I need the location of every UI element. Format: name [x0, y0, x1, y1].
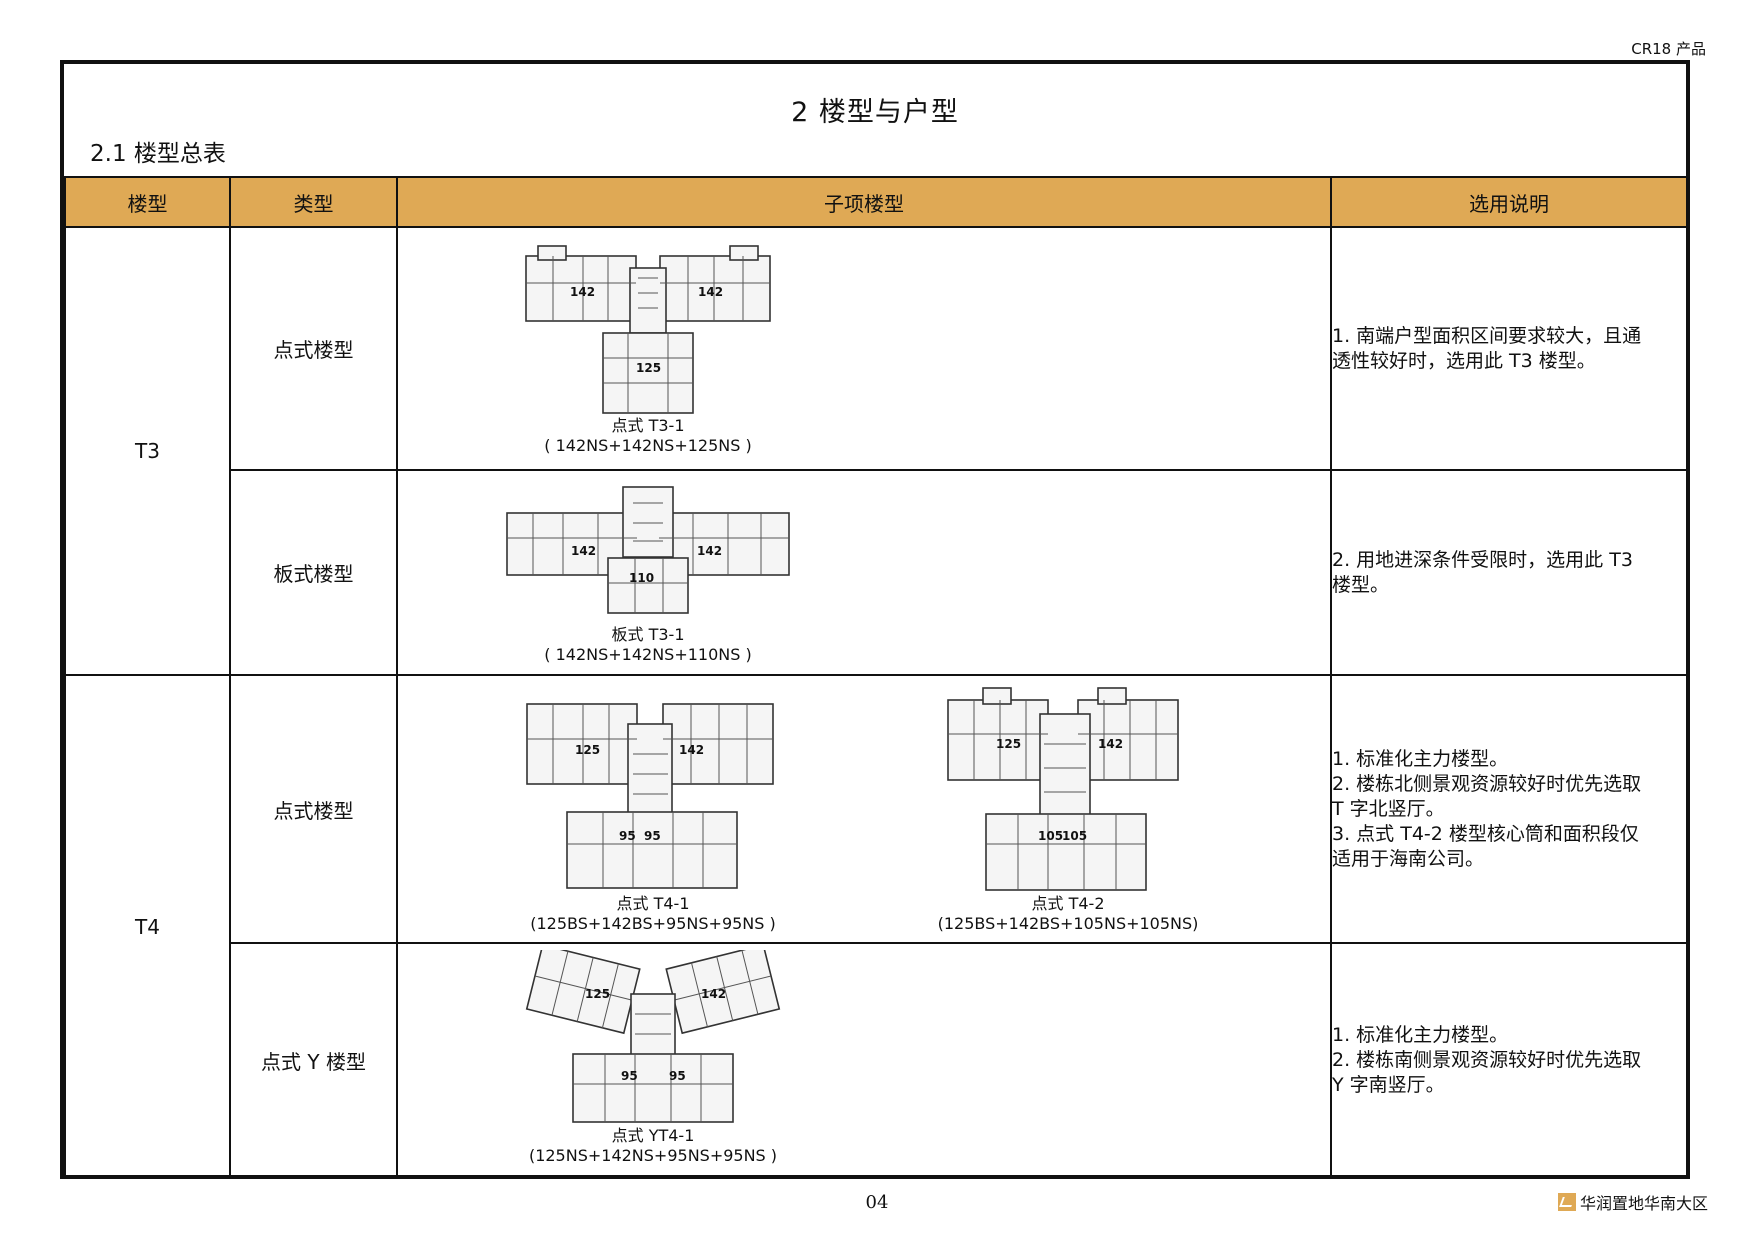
- doc-code: CR18 产品: [1631, 40, 1706, 58]
- building-type-t3: T3: [64, 226, 231, 676]
- brand-footer: 华润置地华南大区: [1557, 1190, 1708, 1214]
- note-line: 透性较好时，选用此 T3 楼型。: [1332, 349, 1596, 372]
- unit-label: 105: [1038, 829, 1063, 843]
- note-line: Y 字南竖厅。: [1332, 1074, 1445, 1096]
- note-line: T 字北竖厅。: [1332, 797, 1445, 820]
- notes-cell: 1. 标准化主力楼型。 2. 楼栋南侧景观资源较好时优先选取 Y 字南竖厅。: [1330, 942, 1688, 1179]
- plan-unit-combo: (125BS+142BS+105NS+105NS): [937, 914, 1199, 933]
- category-cell: 板式楼型: [229, 469, 398, 676]
- unit-label: 125: [636, 361, 661, 375]
- plan-unit-combo: (125NS+142NS+95NS+95NS ): [528, 1146, 778, 1165]
- note-line: 2. 用地进深条件受限时，选用此 T3: [1332, 548, 1633, 571]
- plan-unit-combo: ( 142NS+142NS+125NS ): [544, 436, 752, 455]
- plans-cell: 142 142 125 点式 T3-1 ( 142NS+142NS+125NS …: [396, 226, 1332, 471]
- table-row: 点式 Y 楼型: [65, 942, 1688, 1179]
- plan-yt4-1-point: 125 142 95 95 点式 YT4-1 (125NS+142NS+95NS…: [523, 950, 783, 1166]
- plan-t4-1-point: 125 142 95 95 点式 T4-1 (125BS+142BS+95NS+…: [523, 694, 783, 934]
- unit-label: 95: [644, 829, 661, 843]
- building-summary-table: 楼型 类型 子项楼型 选用说明 T3 点式楼型: [64, 176, 1688, 1179]
- unit-label: 105: [1062, 829, 1087, 843]
- page-number: 04: [865, 1192, 889, 1213]
- unit-label: 125: [585, 987, 610, 1001]
- plan-name: 点式 T4-1: [616, 894, 690, 913]
- brand-logo-icon: [1557, 1193, 1576, 1211]
- note-line: 2. 楼栋北侧景观资源较好时优先选取: [1332, 772, 1642, 795]
- unit-label: 142: [679, 743, 704, 757]
- table-row: T3 点式楼型 142 142: [64, 226, 1688, 676]
- unit-label: 142: [1098, 737, 1123, 751]
- unit-label: 125: [996, 737, 1021, 751]
- header-building-type: 楼型: [64, 176, 231, 228]
- note-line: 1. 标准化主力楼型。: [1332, 1024, 1509, 1046]
- floor-plan-image: 125 142 105 105: [947, 687, 1179, 891]
- brand-name: 华润置地华南大区: [1579, 1194, 1708, 1213]
- plan-name: 点式 T3-1: [611, 416, 685, 435]
- unit-label: 142: [571, 544, 596, 558]
- plan-name: 点式 T4-2: [1031, 894, 1105, 913]
- floor-plan-image: 142 142 110: [506, 486, 790, 614]
- plans-cell: 142 142 110 板式 T3-1 ( 142NS+142NS+110NS …: [396, 469, 1332, 676]
- plan-name: 点式 YT4-1: [611, 1126, 695, 1145]
- page-title: 2 楼型与户型: [791, 97, 959, 128]
- note-line: 楼型。: [1332, 573, 1390, 596]
- unit-label: 95: [669, 1069, 686, 1083]
- plan-name: 板式 T3-1: [611, 625, 685, 644]
- section-title: 2.1 楼型总表: [90, 141, 226, 167]
- unit-label: 142: [697, 544, 722, 558]
- plan-t3-1-point: 142 142 125 点式 T3-1 ( 142NS+142NS+125NS …: [518, 238, 778, 456]
- unit-label: 142: [570, 285, 595, 299]
- table-row: 板式楼型 142 142 110 板式 T3-1: [65, 469, 1688, 676]
- category-cell: 点式 Y 楼型: [229, 942, 398, 1179]
- notes-cell: 1. 南端户型面积区间要求较大，且通 透性较好时，选用此 T3 楼型。: [1330, 226, 1688, 471]
- header-sub-building: 子项楼型: [396, 176, 1332, 228]
- unit-label: 95: [619, 829, 636, 843]
- unit-label: 125: [575, 743, 600, 757]
- plans-cell: 125 142 95 95 点式 YT4-1 (125NS+142NS+95NS…: [396, 942, 1332, 1179]
- table-row: T4 点式楼型 125 142 95 95: [64, 674, 1688, 1179]
- category-cell: 点式楼型: [229, 226, 398, 471]
- notes-cell: 1. 标准化主力楼型。 2. 楼栋北侧景观资源较好时优先选取 T 字北竖厅。 3…: [1330, 674, 1688, 944]
- unit-label: 110: [629, 571, 654, 585]
- table-header-row: 楼型 类型 子项楼型 选用说明: [64, 176, 1688, 228]
- note-line: 适用于海南公司。: [1332, 847, 1485, 870]
- plan-t3-1-slab: 142 142 110 板式 T3-1 ( 142NS+142NS+110NS …: [503, 483, 793, 665]
- plans-cell: 125 142 95 95 点式 T4-1 (125BS+142BS+95NS+…: [396, 674, 1332, 944]
- note-line: 1. 南端户型面积区间要求较大，且通: [1332, 324, 1642, 347]
- unit-label: 142: [701, 987, 726, 1001]
- note-line: 1. 标准化主力楼型。: [1332, 747, 1509, 770]
- plan-t4-2-point: 125 142 105 105 点式 T4-2 (125BS+142BS+105…: [928, 684, 1208, 934]
- plan-unit-combo: ( 142NS+142NS+110NS ): [544, 645, 752, 664]
- building-type-t4: T4: [64, 674, 231, 1179]
- note-line: 2. 楼栋南侧景观资源较好时优先选取: [1332, 1049, 1642, 1071]
- header-notes: 选用说明: [1330, 176, 1688, 228]
- floor-plan-image: 125 142 95 95: [526, 703, 774, 889]
- unit-label: 95: [621, 1069, 638, 1083]
- note-line: 3. 点式 T4-2 楼型核心筒和面积段仅: [1332, 822, 1639, 845]
- header-category: 类型: [229, 176, 398, 228]
- document-frame: 2 楼型与户型 2.1 楼型总表 楼型 类型 子项楼型 选用说明 T3 点式楼型: [60, 60, 1690, 1179]
- plan-unit-combo: (125BS+142BS+95NS+95NS ): [530, 914, 776, 933]
- floor-plan-image: 125 142 95 95: [525, 950, 781, 1123]
- unit-label: 142: [698, 285, 723, 299]
- category-cell: 点式楼型: [229, 674, 398, 944]
- floor-plan-image: 142 142 125: [525, 245, 771, 414]
- notes-cell: 2. 用地进深条件受限时，选用此 T3 楼型。: [1330, 469, 1688, 676]
